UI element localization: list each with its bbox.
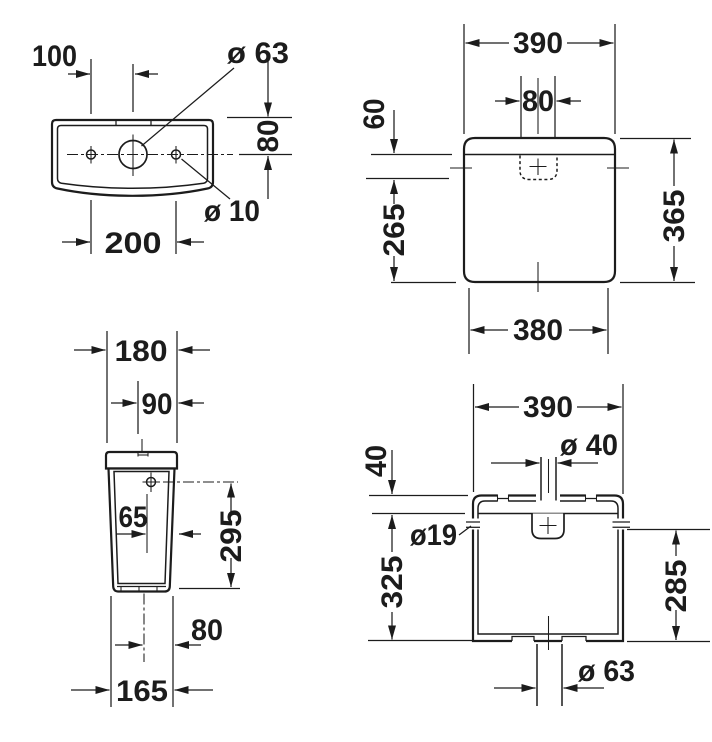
dim-side-80: 80 bbox=[191, 614, 223, 647]
plan-view: 100 ø 63 80 ø 10 200 bbox=[32, 37, 292, 260]
dim-rear-40: 40 bbox=[360, 445, 393, 477]
side-lid bbox=[104, 450, 179, 470]
side-outline bbox=[104, 450, 179, 662]
dim-side-180: 180 bbox=[115, 335, 168, 368]
rear-view: 390 ø 40 40 bbox=[360, 384, 710, 706]
dim-plan-dia63: ø 63 bbox=[227, 37, 289, 70]
plan-dimensions: 100 ø 63 80 ø 10 200 bbox=[32, 37, 292, 260]
dim-front-80: 80 bbox=[522, 85, 554, 118]
front-dimensions-top: 390 80 bbox=[463, 24, 616, 143]
front-view: 390 80 60 265 bbox=[358, 24, 695, 354]
dim-plan-100: 100 bbox=[32, 40, 77, 73]
dim-rear-285: 285 bbox=[660, 560, 693, 613]
side-body-inner bbox=[113, 470, 170, 585]
dim-side-295: 295 bbox=[215, 510, 248, 563]
dim-rear-dia63: ø 63 bbox=[578, 655, 635, 688]
dim-plan-200: 200 bbox=[105, 227, 162, 260]
dim-front-365: 365 bbox=[658, 190, 691, 243]
dim-rear-325: 325 bbox=[376, 556, 409, 609]
dim-side-90: 90 bbox=[142, 388, 173, 421]
dim-rear-dia19: ø19 bbox=[410, 519, 457, 552]
rear-dimensions-top: 390 ø 40 40 bbox=[360, 384, 624, 515]
side-dimensions-top: 180 90 bbox=[74, 331, 210, 459]
dim-side-65: 65 bbox=[119, 501, 148, 534]
dim-rear-dia40: ø 40 bbox=[560, 429, 618, 462]
dim-front-265: 265 bbox=[378, 204, 411, 257]
dim-plan-dia10: ø 10 bbox=[204, 195, 260, 228]
front-dimensions-sides: 60 265 365 380 bbox=[358, 99, 695, 354]
side-dimensions-bottom: 65 295 80 165 bbox=[71, 481, 248, 708]
front-button-recess bbox=[519, 155, 558, 181]
dim-front-60: 60 bbox=[358, 99, 391, 130]
rear-outline bbox=[466, 457, 630, 706]
dim-side-165: 165 bbox=[116, 675, 168, 708]
side-view: 180 90 65 bbox=[71, 331, 248, 708]
rear-dimensions-sides: 325 ø19 285 ø 63 bbox=[368, 515, 710, 692]
rear-body-inner bbox=[477, 500, 619, 635]
front-body bbox=[462, 136, 617, 284]
rear-body-outer bbox=[471, 494, 625, 643]
front-outline bbox=[450, 136, 629, 292]
plan-body-inner bbox=[56, 124, 209, 190]
dim-front-380: 380 bbox=[513, 314, 563, 347]
dim-rear-390: 390 bbox=[523, 391, 573, 424]
dim-plan-80: 80 bbox=[252, 120, 285, 153]
dim-front-390: 390 bbox=[513, 27, 563, 60]
plan-outline bbox=[50, 118, 233, 197]
